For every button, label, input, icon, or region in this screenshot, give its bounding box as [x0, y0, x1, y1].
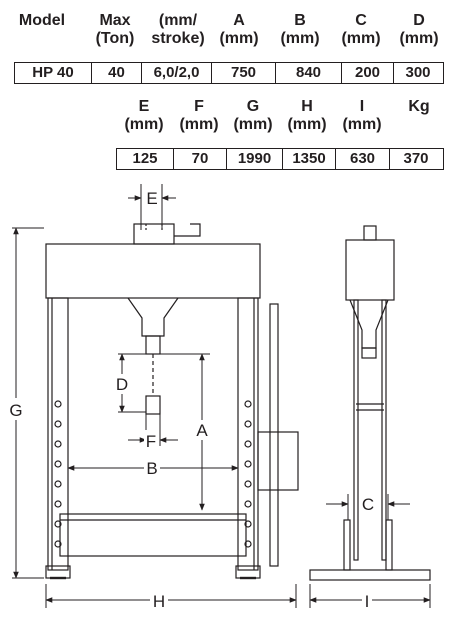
t2-value-row: 125 70 1990 1350 630 370: [116, 148, 444, 170]
label-e: E: [146, 189, 157, 208]
t1-header-a: A(mm): [219, 12, 259, 47]
label-c: C: [362, 495, 374, 514]
t1-header-model: Model: [18, 12, 66, 29]
label-i: I: [365, 592, 370, 611]
t2-header-h: H(mm): [287, 98, 327, 133]
t1-cell-max: 40: [91, 63, 141, 83]
press-bed: [59, 513, 247, 557]
top-beam: [45, 243, 261, 299]
t2-cell-g: 1990: [226, 149, 282, 169]
t1-header-stroke: (mm/stroke): [151, 12, 205, 47]
label-d: D: [116, 375, 128, 394]
t1-header-c: C(mm): [341, 12, 381, 47]
t2-cell-f: 70: [173, 149, 226, 169]
t2-cell-h: 1350: [282, 149, 335, 169]
pump-lever: [269, 303, 279, 567]
right-column-holes: [244, 400, 252, 548]
t2-cell-kg: 370: [389, 149, 442, 169]
t1-cell-a: 750: [211, 63, 275, 83]
label-f: F: [146, 432, 156, 451]
side-column-left: [353, 299, 359, 561]
label-h: H: [153, 592, 165, 611]
t1-header-d: D(mm): [399, 12, 439, 47]
t2-header-f: F(mm): [179, 98, 219, 133]
t1-cell-stroke: 6,0/2,0: [141, 63, 211, 83]
t1-cell-b: 840: [275, 63, 341, 83]
right-column: [237, 297, 259, 571]
label-b: B: [146, 459, 157, 478]
side-head: [345, 239, 395, 301]
side-column-right: [381, 299, 387, 561]
label-g: G: [9, 401, 22, 420]
t2-header-e: E(mm): [124, 98, 164, 133]
ram-head: [145, 395, 161, 415]
left-foot: [45, 565, 71, 579]
cylinder: [127, 297, 179, 337]
t1-header-b: B(mm): [280, 12, 320, 47]
piston: [145, 335, 161, 355]
side-base: [309, 569, 431, 581]
t2-cell-e: 125: [132, 150, 158, 167]
side-view: [309, 225, 431, 581]
t1-cell-c: 200: [341, 63, 393, 83]
t2-header-g: G(mm): [233, 98, 273, 133]
t1-cell-d: 300: [393, 63, 442, 83]
label-a: A: [196, 421, 208, 440]
front-view: [45, 223, 299, 580]
t2-cell-i: 630: [335, 149, 389, 169]
t2-header-kg: Kg: [408, 98, 430, 115]
left-column-holes: [54, 400, 62, 548]
t1-cell-model: HP 40: [32, 64, 74, 81]
t1-header-max: Max(Ton): [95, 12, 135, 47]
left-column: [47, 297, 69, 571]
pump-box: [257, 431, 299, 491]
right-foot: [235, 565, 261, 579]
t2-header-i: I(mm): [342, 98, 382, 133]
t1-value-row: HP 40 40 6,0/2,0 750 840 200 300: [14, 62, 444, 84]
top-pump-box: [133, 223, 175, 245]
